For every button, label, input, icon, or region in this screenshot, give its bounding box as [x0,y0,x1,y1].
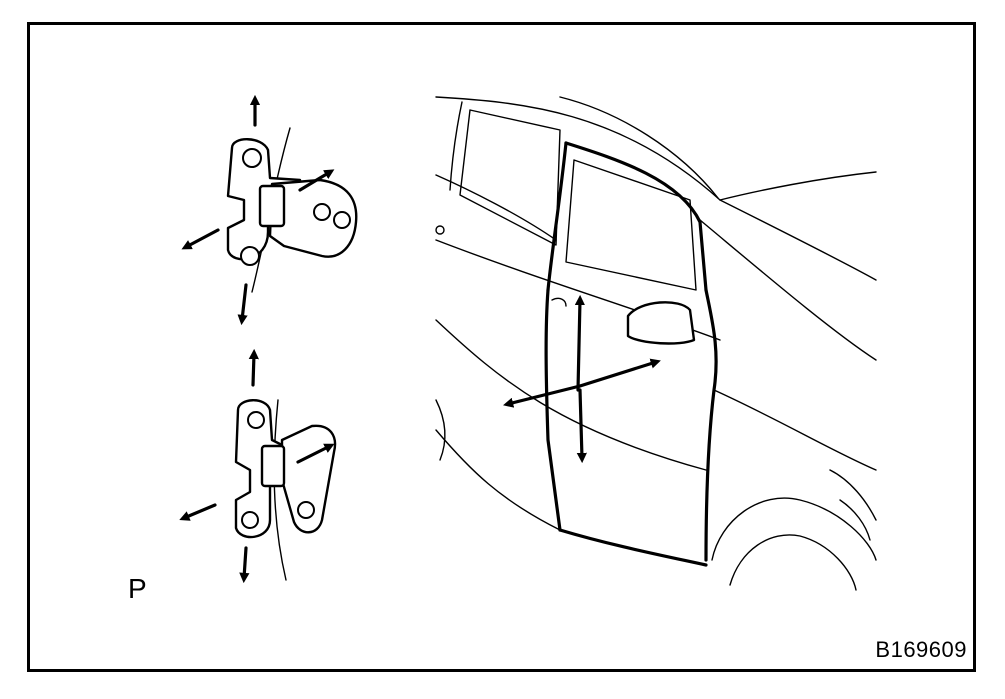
view-letter-label: P [128,573,147,604]
upper-hinge-icon [226,127,358,293]
vehicle-side-view [435,96,877,591]
figure-code-label: B169609 [875,637,967,662]
upper-hinge-adjust-arrows [181,94,335,326]
lower-hinge-adjust-arrows [179,348,335,584]
lower-hinge-icon [234,399,337,581]
diagram-frame [27,22,976,672]
four-way-arrow-icon [503,294,661,464]
